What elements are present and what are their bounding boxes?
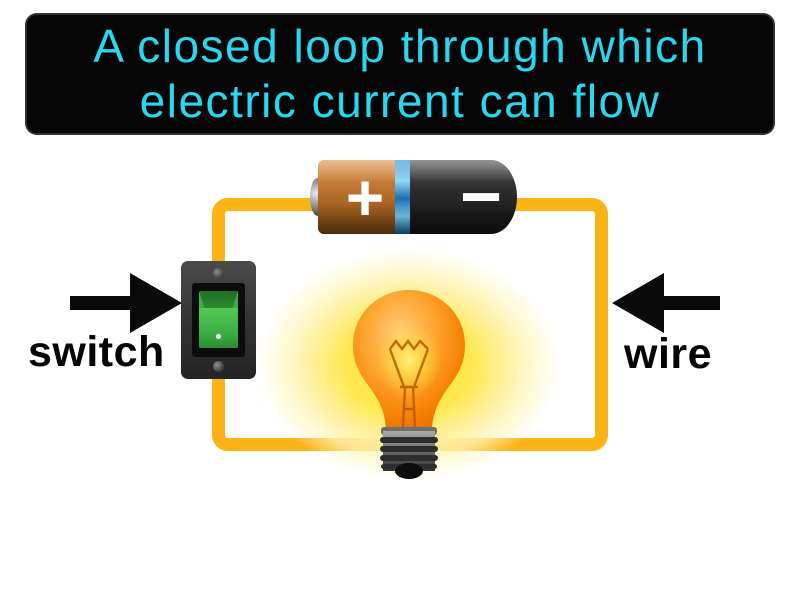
switch-rocker-face (199, 308, 238, 348)
plus-symbol: + (345, 160, 385, 234)
switch-icon (181, 261, 256, 379)
switch-label: switch (28, 328, 165, 376)
definition-banner: A closed loop through which electric cur… (25, 13, 775, 135)
wire-label: wire (624, 330, 713, 378)
battery-blue-band (395, 160, 410, 234)
switch-recess (192, 283, 245, 357)
screw-icon (213, 268, 224, 279)
battery-shine (318, 160, 517, 234)
switch-rocker-dot (216, 334, 221, 339)
arrow-shaft (658, 296, 720, 310)
minus-symbol: − (459, 160, 503, 234)
arrow-head (130, 273, 182, 333)
arrow-left-icon (612, 273, 720, 333)
light-bulb-icon (353, 290, 465, 479)
battery-icon: + − (310, 160, 520, 234)
battery-copper-section (318, 160, 395, 234)
battery-body: + − (318, 160, 517, 234)
arrow-shaft (70, 296, 134, 310)
definition-line-1: A closed loop through which (93, 20, 707, 72)
battery-black-section (410, 160, 517, 234)
arrow-right-icon (70, 273, 182, 333)
definition-line-2: electric current can flow (139, 75, 661, 127)
switch-rocker-flap (199, 291, 238, 308)
switch-rocker (199, 291, 238, 348)
arrow-head (612, 273, 664, 333)
screw-icon (213, 361, 224, 372)
